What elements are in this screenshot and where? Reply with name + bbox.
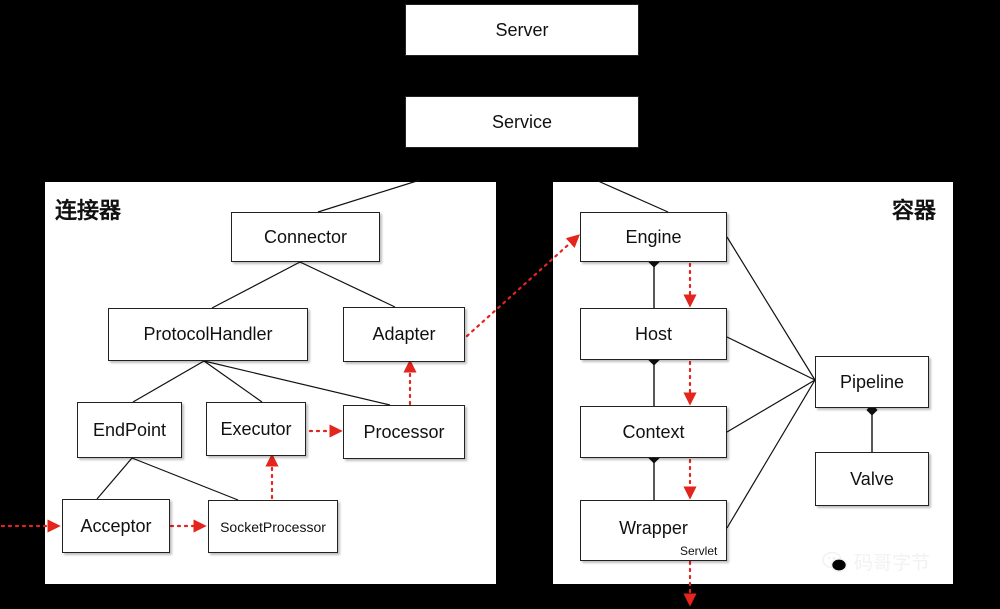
pipeline-box: Pipeline (815, 356, 929, 408)
servlet-label: Servlet (680, 544, 718, 558)
wrapper-label: Wrapper (619, 518, 688, 538)
endpoint-box: EndPoint (77, 402, 182, 458)
engine-pipeline-line (726, 236, 816, 381)
host-pipeline-line (726, 336, 816, 381)
ph-processor-line (203, 360, 391, 406)
engine-box: Engine (580, 212, 727, 262)
watermark: 码哥字节 (822, 548, 930, 575)
connector-protocolhandler-line (211, 261, 301, 309)
context-box: Context (580, 406, 727, 458)
ph-executor-line (203, 360, 263, 403)
wechat-icon (822, 551, 848, 572)
host-box: Host (580, 308, 727, 360)
server-box: Server (405, 4, 639, 56)
service-connector-line (317, 179, 421, 213)
service-engine-line (597, 180, 669, 213)
valve-box: Valve (815, 452, 929, 506)
socketprocessor-box: SocketProcessor (208, 500, 338, 553)
protocolhandler-box: ProtocolHandler (108, 308, 308, 361)
connector-adapter-line (299, 261, 396, 308)
acceptor-box: Acceptor (62, 499, 170, 553)
connector-panel-title: 连接器 (55, 199, 122, 224)
context-pipeline-line (726, 379, 816, 433)
processor-box: Processor (343, 405, 465, 459)
executor-box: Executor (206, 402, 306, 456)
service-box: Service (405, 96, 639, 148)
endpoint-acceptor-line (96, 457, 133, 500)
ph-endpoint-line (132, 360, 205, 403)
adapter-engine-arrow (465, 234, 580, 338)
connector-box: Connector (231, 212, 380, 262)
adapter-box: Adapter (343, 307, 465, 362)
request-flow-arrows (0, 234, 697, 607)
container-panel-title: 容器 (892, 199, 937, 224)
endpoint-socketprocessor-line (131, 457, 239, 501)
wrapper-box: Wrapper (580, 500, 727, 561)
watermark-text: 码哥字节 (854, 552, 931, 574)
wrapper-pipeline-line (726, 379, 816, 529)
